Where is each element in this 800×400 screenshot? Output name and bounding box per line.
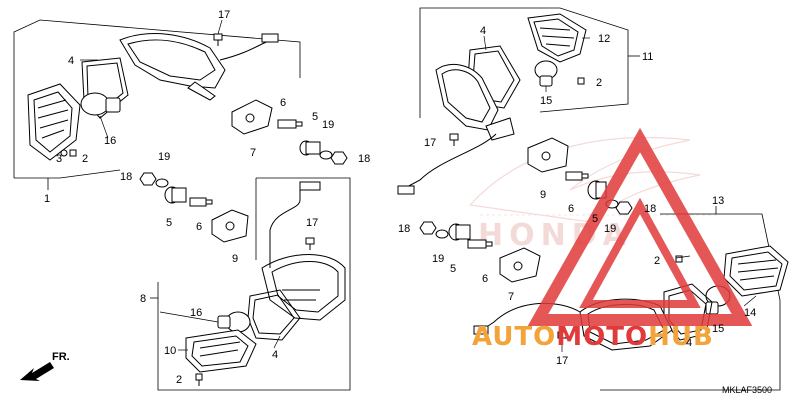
label-3: 3 [56, 153, 62, 165]
label-19c: 19 [604, 223, 616, 235]
label-1: 1 [44, 193, 50, 205]
collar-5-middle-left[interactable] [164, 186, 187, 204]
nut-18-middle-right[interactable] [615, 201, 633, 215]
bolt-17-upper[interactable] [213, 33, 223, 46]
part-labels: 1 2 3 4 16 17 6 5 19 18 7 19 18 5 6 9 17… [44, 9, 756, 386]
label-2d: 2 [654, 255, 660, 267]
nut-18-upper[interactable] [330, 151, 348, 165]
washer-19-upper[interactable] [319, 150, 333, 160]
label-19a: 19 [322, 119, 334, 131]
housing-lower-left[interactable] [261, 181, 346, 321]
bolt-17-lower-left[interactable] [305, 237, 315, 250]
mount-bracket-9-middle-left[interactable] [211, 209, 249, 243]
bolt-6-lower-right[interactable] [467, 239, 493, 249]
washer-19-lower-right[interactable] [435, 229, 449, 239]
nut-18-lower-right[interactable] [419, 221, 437, 235]
label-13: 13 [712, 195, 724, 207]
group-13-frame [600, 206, 781, 391]
label-16b: 16 [190, 307, 202, 319]
washer-19-middle-left[interactable] [155, 178, 169, 188]
group-11-frame [419, 7, 640, 118]
label-6c: 6 [568, 203, 574, 215]
label-7b: 7 [508, 291, 514, 303]
screw-2-upper-right[interactable] [577, 77, 585, 85]
screw-2-lower-right[interactable] [675, 255, 683, 263]
bulb-15-upper-right[interactable] [534, 60, 558, 87]
bolt-6-middle-left[interactable] [189, 197, 213, 207]
label-8: 8 [140, 293, 146, 305]
automotohub-logo-watermark: AUTOMOTOHUB [472, 127, 753, 352]
label-17a: 17 [218, 9, 230, 21]
label-15b: 15 [712, 323, 724, 335]
bulb-16-lower-left[interactable] [217, 311, 251, 333]
label-19b: 19 [158, 151, 170, 163]
lens-12-upper-right[interactable] [527, 13, 587, 63]
bolt-17-upper-right[interactable] [449, 133, 459, 146]
bulb-16-upper-left[interactable] [80, 92, 121, 116]
screw-2-lower-left[interactable] [195, 373, 203, 386]
bolt-6-upper[interactable] [277, 119, 303, 129]
label-18b: 18 [120, 171, 132, 183]
group-1-frame [13, 19, 301, 190]
lens-upper-left[interactable] [27, 83, 81, 161]
lens-10-lower-left[interactable] [185, 329, 257, 373]
label-15a: 15 [540, 95, 552, 107]
label-5d: 5 [450, 263, 456, 275]
leader-lines [80, 19, 757, 352]
label-9b: 9 [540, 189, 546, 201]
label-17b: 17 [306, 217, 318, 229]
label-10: 10 [164, 345, 176, 357]
housing-upper-right[interactable] [397, 63, 515, 195]
label-2c: 2 [596, 77, 602, 89]
label-6d: 6 [482, 273, 488, 285]
bolt-17-lower-right[interactable] [557, 331, 567, 344]
honda-watermark-text: HONDA [478, 218, 632, 253]
group-8-frame [150, 177, 351, 391]
mount-bracket-7-upper[interactable] [231, 99, 273, 135]
label-7a: 7 [250, 147, 256, 159]
label-2a: 2 [82, 153, 88, 165]
lens-14-lower-right[interactable] [723, 245, 789, 297]
label-2b: 2 [176, 374, 182, 386]
label-14: 14 [744, 307, 756, 319]
front-marker-text: FR. [52, 351, 70, 363]
label-16a: 16 [104, 135, 116, 147]
label-6a: 6 [280, 97, 286, 109]
label-18c: 18 [644, 203, 656, 215]
label-4a: 4 [68, 55, 74, 67]
label-9a: 9 [232, 253, 238, 265]
label-12: 12 [598, 33, 610, 45]
label-5b: 5 [166, 217, 172, 229]
automotohub-wordmark: AUTOMOTOHUB [472, 322, 714, 352]
label-5a: 5 [312, 111, 318, 123]
label-5c: 5 [592, 213, 598, 225]
mount-bracket-7-lower-right[interactable] [499, 247, 541, 283]
mount-bracket-9-middle-right[interactable] [527, 137, 569, 173]
label-19d: 19 [432, 253, 444, 265]
collar-5-upper[interactable] [299, 140, 321, 156]
collar-5-lower-right[interactable] [448, 223, 471, 241]
label-6b: 6 [196, 221, 202, 233]
housing-upper-left[interactable] [119, 33, 279, 101]
label-4c: 4 [480, 25, 486, 37]
label-18d: 18 [398, 223, 410, 235]
front-direction-arrow: FR. [20, 351, 70, 381]
label-17c: 17 [424, 137, 436, 149]
nut-18-middle-left[interactable] [139, 172, 157, 186]
diagram-code: MKLAF3500 [722, 385, 772, 395]
bolt-6-middle-right[interactable] [565, 171, 589, 181]
label-18a: 18 [358, 153, 370, 165]
label-4b: 4 [272, 349, 278, 361]
label-17d: 17 [556, 355, 568, 367]
label-11: 11 [642, 51, 653, 63]
screw-3-2-upper-left[interactable] [60, 149, 77, 157]
label-4d: 4 [686, 337, 692, 349]
